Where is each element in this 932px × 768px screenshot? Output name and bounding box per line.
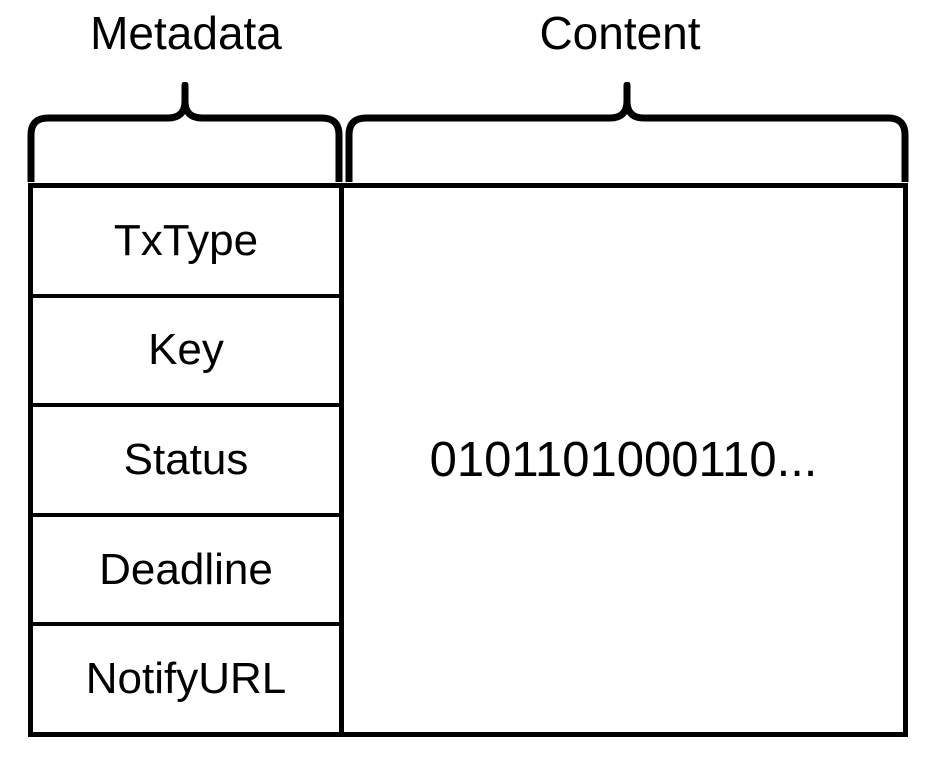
content-column: 0101101000110... — [344, 188, 903, 732]
brace-group — [27, 82, 909, 182]
brace-metadata — [27, 82, 343, 182]
metadata-field-label: Deadline — [99, 544, 273, 594]
metadata-field-label: Status — [123, 434, 249, 484]
brace-content — [345, 82, 909, 182]
record-structure-table: TxType Key Status Deadline NotifyURL 010… — [28, 183, 908, 737]
metadata-row: NotifyURL — [33, 626, 339, 732]
metadata-row: Status — [33, 407, 339, 517]
group-label-metadata: Metadata — [90, 7, 282, 59]
metadata-field-label: Key — [148, 325, 224, 375]
metadata-row: Key — [33, 298, 339, 408]
metadata-row: Deadline — [33, 517, 339, 627]
group-label-content: Content — [539, 7, 701, 59]
metadata-field-label: NotifyURL — [85, 654, 287, 704]
metadata-column: TxType Key Status Deadline NotifyURL — [33, 188, 344, 732]
metadata-field-label: TxType — [113, 215, 259, 265]
content-bitstring-value: 0101101000110... — [429, 432, 818, 487]
metadata-row: TxType — [33, 188, 339, 298]
